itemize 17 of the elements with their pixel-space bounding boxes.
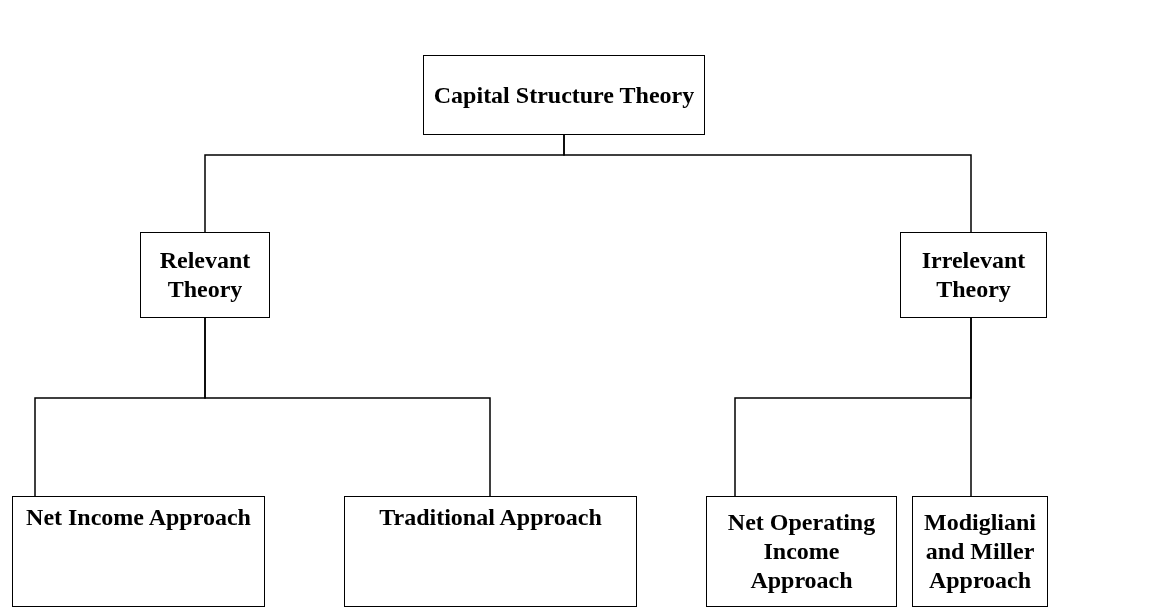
box-label: Net Income Approach (26, 503, 251, 532)
connector-line (970, 317, 972, 497)
category-box (912, 496, 1048, 607)
category-box (344, 496, 637, 607)
connector-line (563, 134, 972, 233)
box-label: Net Operating Income Approach (726, 508, 877, 595)
category-box (706, 496, 897, 607)
box-label: Traditional Approach (379, 503, 602, 532)
box-label: Relevant Theory (158, 246, 252, 304)
connector-line (204, 317, 491, 497)
category-box (423, 55, 705, 135)
box-label: Modigliani and Miller Approach (923, 508, 1037, 595)
box-label: Capital Structure Theory (433, 80, 695, 110)
category-box (12, 496, 265, 607)
category-box (900, 232, 1047, 318)
category-box (140, 232, 270, 318)
box-label: Irrelevant Theory (920, 246, 1027, 304)
